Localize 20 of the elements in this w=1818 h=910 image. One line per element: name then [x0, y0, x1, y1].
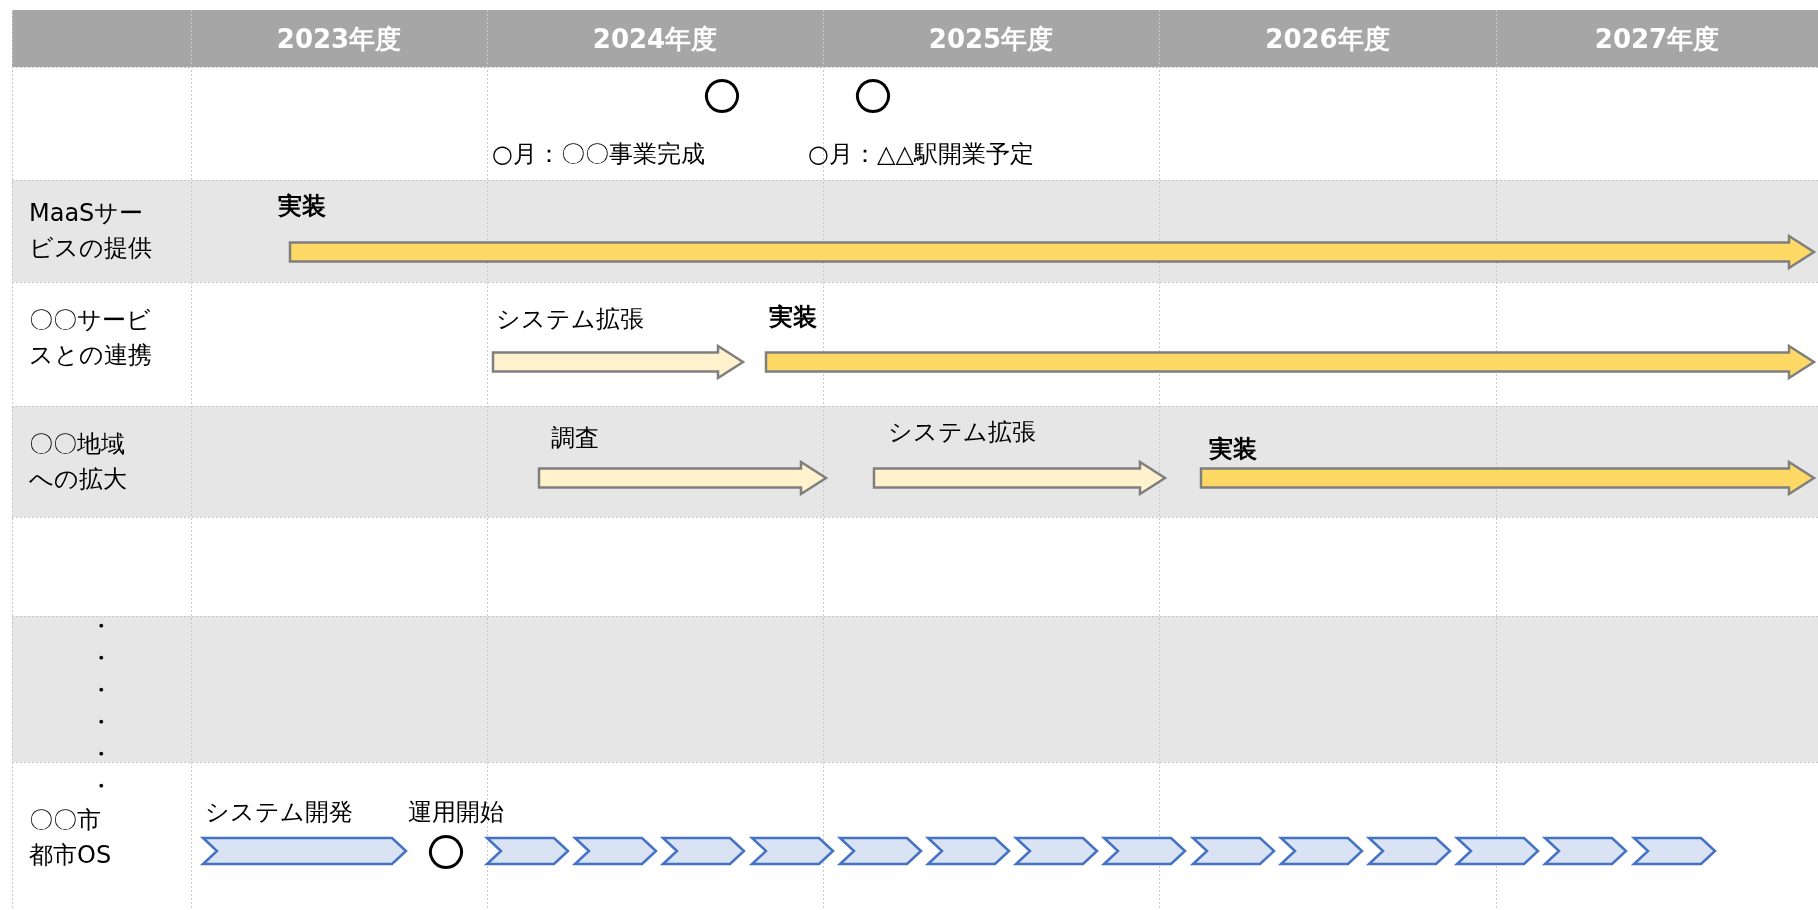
column-header: 2024年度: [591, 24, 719, 54]
phase-label: 実装: [278, 192, 326, 220]
phase-label: 実装: [1209, 435, 1257, 463]
row-header: 〇〇サービスとの連携: [29, 305, 153, 371]
column-header: 2023年度: [275, 24, 403, 54]
column-header: 2025年度: [927, 24, 1055, 54]
column-header: 2026年度: [1264, 24, 1391, 54]
phase-label: システム拡張: [888, 418, 1036, 446]
phase-label: システム開発: [205, 798, 353, 826]
milestone-label: 運用開始: [408, 798, 504, 826]
row-header: 〇〇地域への拡大: [29, 429, 128, 495]
phase-label: 調査: [551, 424, 599, 452]
row-header: 〇〇市都市OS: [29, 805, 113, 871]
column-header: 2027年度: [1593, 24, 1721, 54]
phase-label: 実装: [769, 303, 817, 331]
row-header: MaaSサービスの提供: [29, 198, 153, 264]
phase-label: システム拡張: [496, 305, 644, 333]
milestone-label: ○月：△△駅開業予定: [808, 140, 1034, 168]
milestone-label: ○月：〇〇事業完成: [492, 140, 705, 168]
vertical-ellipsis: ・・・・・・: [89, 611, 113, 802]
